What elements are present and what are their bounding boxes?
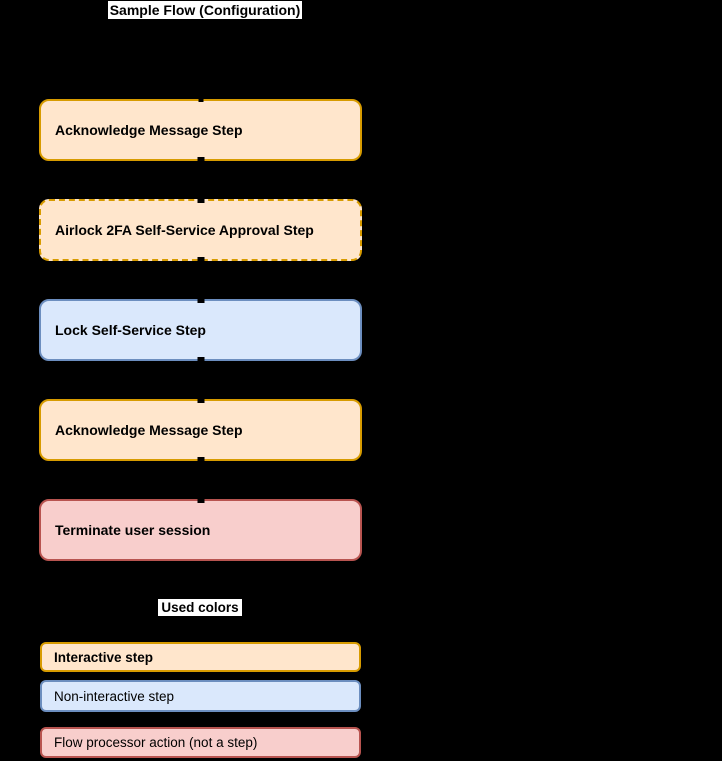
arrowhead-notch	[197, 257, 204, 261]
flow-step-airlock-2fa-approval: Airlock 2FA Self-Service Approval Step	[39, 199, 362, 261]
diagram-title: Sample Flow (Configuration)	[108, 1, 302, 19]
legend-item-flow-processor-action: Flow processor action (not a step)	[40, 727, 361, 758]
arrowhead-notch	[197, 457, 204, 461]
legend-item-label: Non-interactive step	[54, 688, 175, 704]
legend-item-label: Flow processor action (not a step)	[54, 735, 258, 750]
flow-step-label: Terminate user session	[55, 522, 211, 538]
arrowhead-notch	[197, 199, 204, 203]
arrowhead-notch	[197, 499, 204, 503]
legend-item-label: Interactive step	[54, 649, 154, 665]
legend-item-noninteractive-step: Non-interactive step	[40, 680, 361, 712]
flow-step-terminate-session: Terminate user session	[39, 499, 362, 561]
legend-title: Used colors	[158, 599, 242, 616]
legend-title-text: Used colors	[161, 600, 239, 615]
diagram-title-text: Sample Flow (Configuration)	[109, 2, 301, 18]
arrowhead-notch	[197, 399, 204, 403]
flow-step-label: Acknowledge Message Step	[55, 422, 243, 438]
flow-step-label: Lock Self-Service Step	[55, 322, 206, 338]
arrowhead-notch	[197, 157, 204, 161]
flow-step-label: Acknowledge Message Step	[55, 122, 243, 138]
arrowhead-notch	[198, 99, 203, 102]
flow-step-lock-self-service: Lock Self-Service Step	[39, 299, 362, 361]
legend-item-interactive-step: Interactive step	[40, 642, 361, 672]
flow-step-acknowledge-message-2: Acknowledge Message Step	[39, 399, 362, 461]
arrowhead-notch	[197, 357, 204, 361]
arrowhead-notch	[197, 299, 204, 303]
flow-step-acknowledge-message-1: Acknowledge Message Step	[39, 99, 362, 161]
flow-step-label: Airlock 2FA Self-Service Approval Step	[55, 222, 314, 238]
